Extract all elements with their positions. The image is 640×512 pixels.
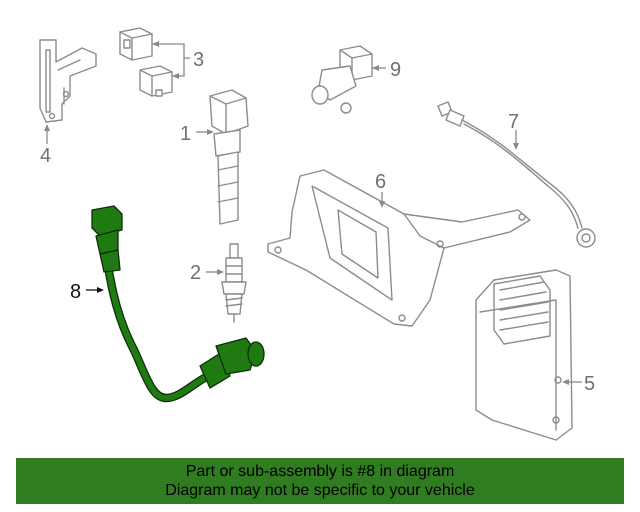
callout-8[interactable]: 8 [70, 281, 81, 303]
callout-1[interactable]: 1 [180, 123, 191, 145]
part-6-bracket[interactable] [267, 169, 531, 327]
callout-4[interactable]: 4 [40, 145, 51, 167]
part-8-crank-sensor[interactable] [91, 205, 265, 403]
part-9-sensor[interactable] [311, 45, 373, 114]
callout-2[interactable]: 2 [190, 262, 201, 284]
part-2-spark-plug[interactable] [221, 243, 247, 323]
part-4-bracket[interactable] [39, 39, 97, 123]
part-7-sensor-harness[interactable] [437, 101, 596, 248]
callout-6[interactable]: 6 [375, 171, 386, 193]
callout-9[interactable]: 9 [390, 59, 401, 81]
part-1-ignition-coil[interactable] [209, 89, 249, 225]
part-info-banner: Part or sub-assembly is #8 in diagram Di… [16, 458, 624, 504]
banner-line-2: Diagram may not be specific to your vehi… [165, 482, 475, 499]
callout-5[interactable]: 5 [584, 373, 595, 395]
callout-7[interactable]: 7 [508, 111, 519, 133]
callout-3[interactable]: 3 [193, 49, 204, 71]
part-5-ecu[interactable] [475, 269, 573, 441]
banner-line-1: Part or sub-assembly is #8 in diagram [185, 463, 455, 480]
part-3-connectors[interactable] [119, 27, 173, 97]
